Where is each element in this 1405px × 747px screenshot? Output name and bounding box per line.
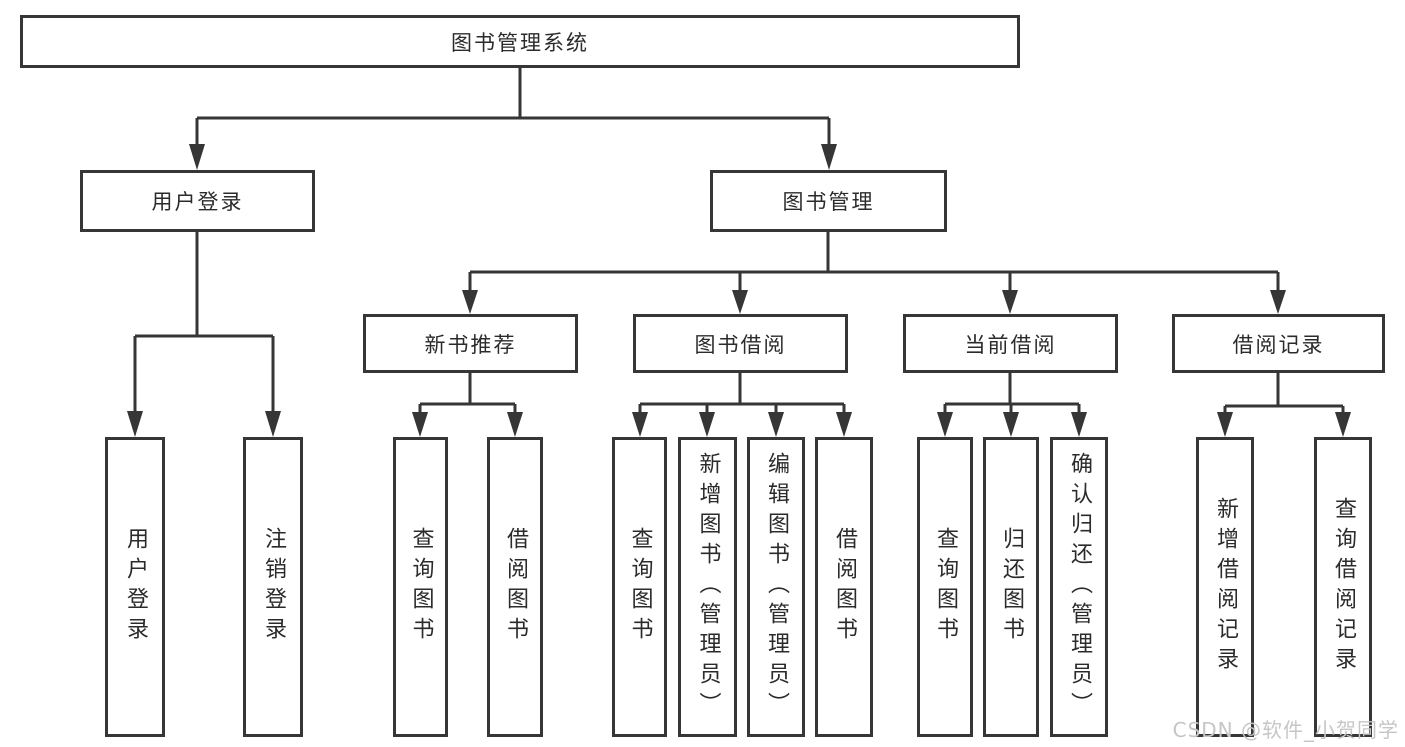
- node-current-borrowing: 当前借阅: [903, 314, 1118, 373]
- watermark: CSDN @软件_小贺同学: [1172, 718, 1399, 742]
- leaf-current-return-books: 归还图书: [983, 437, 1039, 737]
- leaf-recommend-query-books: 查询图书: [393, 437, 448, 737]
- leaf-logout-login: 注销登录: [243, 437, 303, 737]
- leaf-records-add-record: 新增借阅记录: [1196, 437, 1254, 737]
- leaf-user-login: 用户登录: [105, 437, 165, 737]
- node-user-login: 用户登录: [80, 170, 315, 232]
- node-book-borrowing: 图书借阅: [633, 314, 848, 373]
- leaf-borrow-query-books: 查询图书: [612, 437, 667, 737]
- leaf-current-query-books: 查询图书: [917, 437, 973, 737]
- node-borrowing-records: 借阅记录: [1172, 314, 1385, 373]
- leaf-borrow-edit-books-admin: 编辑图书（管理员）: [747, 437, 805, 737]
- leaf-current-confirm-return-admin: 确认归还（管理员）: [1050, 437, 1108, 737]
- leaf-records-query-record: 查询借阅记录: [1314, 437, 1372, 737]
- node-library-system-root: 图书管理系统: [20, 15, 1020, 68]
- leaf-recommend-borrow-books: 借阅图书: [487, 437, 543, 737]
- node-book-management: 图书管理: [710, 170, 947, 232]
- leaf-borrow-add-books-admin: 新增图书（管理员）: [678, 437, 737, 737]
- leaf-borrow-borrow-books: 借阅图书: [815, 437, 873, 737]
- node-new-book-recommendation: 新书推荐: [363, 314, 578, 373]
